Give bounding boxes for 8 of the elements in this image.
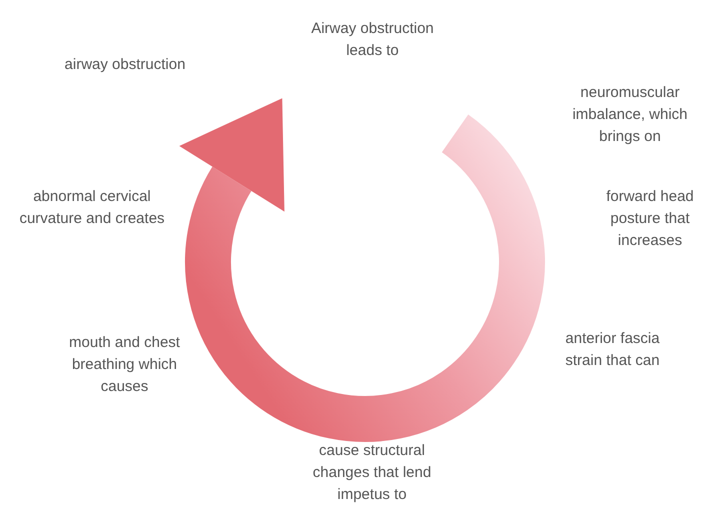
cycle-step-text: neuromuscular imbalance, which brings on xyxy=(571,83,689,147)
cycle-step-text: anterior fascia strain that can xyxy=(564,329,661,371)
cycle-step-text: Airway obstruction leads to xyxy=(310,19,435,61)
cycle-step-text: abnormal cervical curvature and creates xyxy=(18,187,166,229)
cycle-step-text: cause structural changes that lend impetus to xyxy=(312,441,432,505)
cycle-step-text: airway obstruction xyxy=(64,55,186,75)
cycle-step-text: forward head posture that increases xyxy=(605,187,695,251)
cycle-step-text: mouth and chest breathing which causes xyxy=(68,333,181,397)
